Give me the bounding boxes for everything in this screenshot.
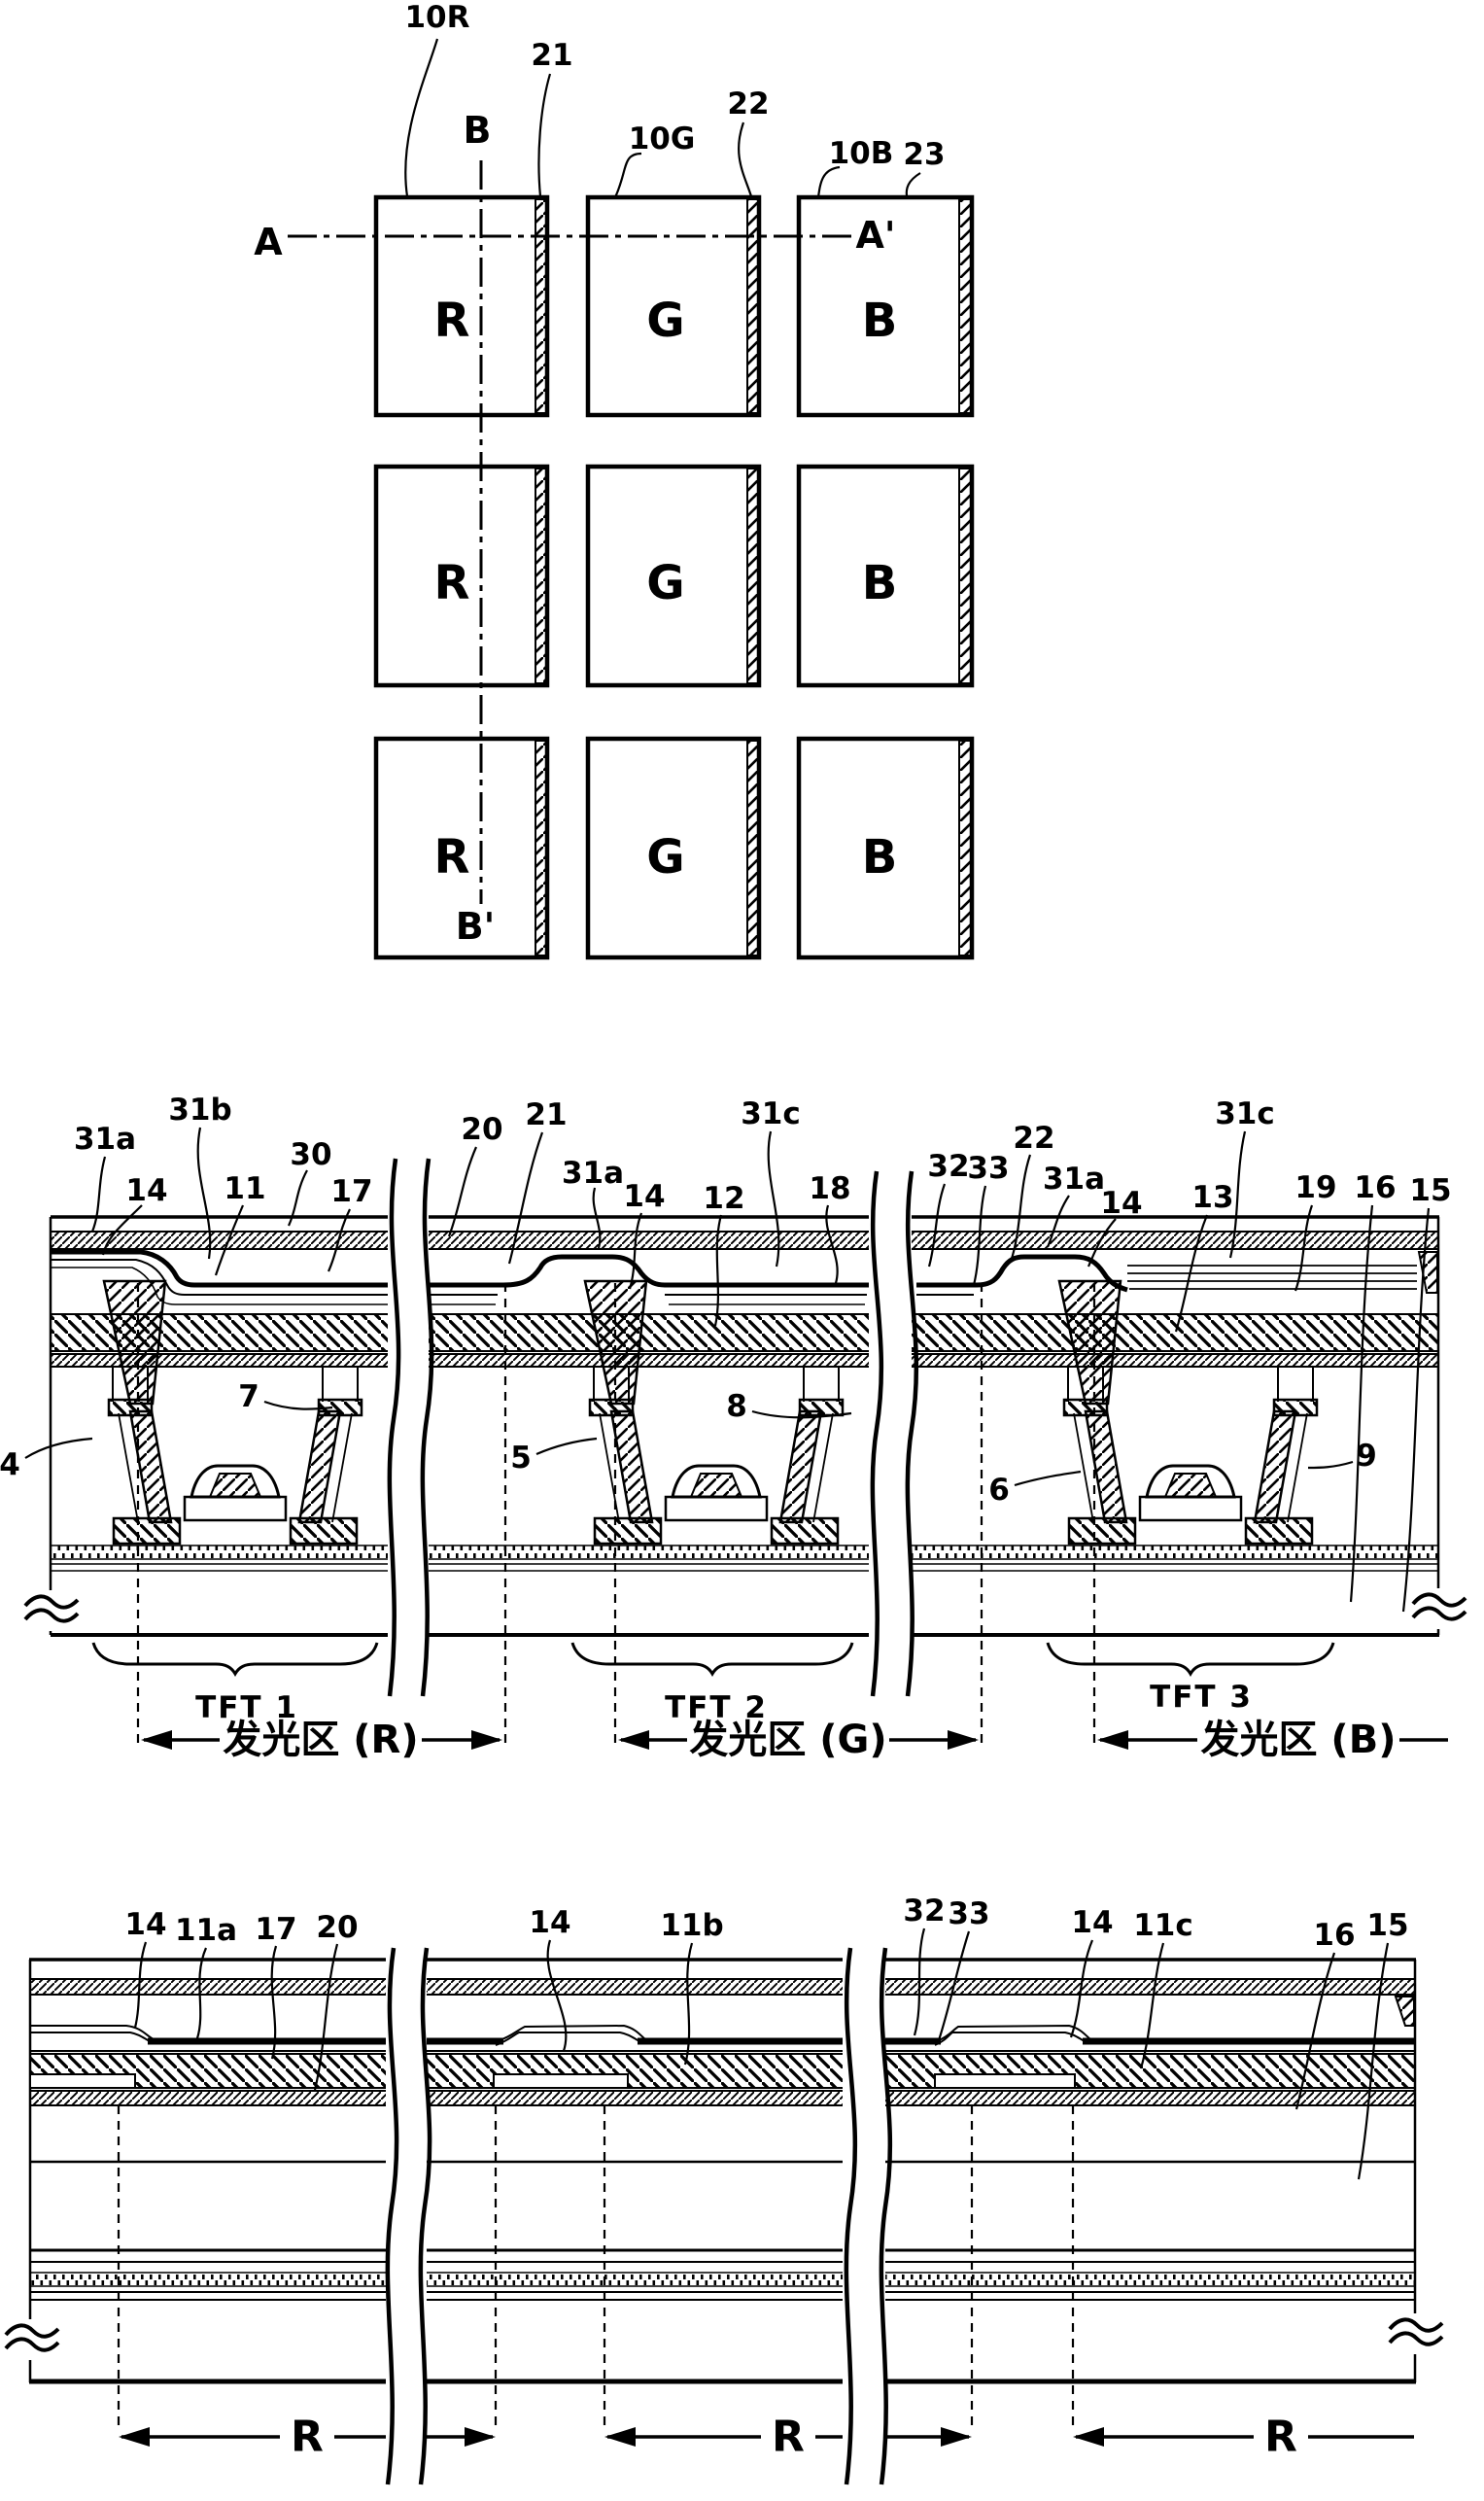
- layer-label-16: 16: [1354, 1170, 1396, 1205]
- section-label-a-end: A': [855, 214, 895, 257]
- bb-label-16: 16: [1313, 1918, 1355, 1953]
- bb-label-20: 20: [316, 1910, 358, 1945]
- emission-region-r: 发光区 (R): [223, 1718, 418, 1762]
- layer-label-30: 30: [290, 1137, 331, 1172]
- cell-letter: G: [646, 830, 684, 885]
- section-label-b-end: B': [456, 905, 496, 948]
- pixel-width-arrows: R R R: [119, 2413, 1414, 2462]
- emission-region-b: 发光区 (B): [1201, 1718, 1397, 1762]
- break-lines-aa: [387, 1158, 919, 1697]
- layer-label-13: 13: [1191, 1180, 1233, 1215]
- bb-label-11c: 11c: [1133, 1908, 1193, 1943]
- separator-strips: [535, 198, 972, 956]
- emission-arrows: 发光区 (R) 发光区 (G) 发光区 (B): [141, 1718, 1448, 1762]
- bb-label-14c: 14: [1071, 1905, 1113, 1940]
- inner-label-5: 5: [510, 1441, 532, 1476]
- grid-leaders: [404, 38, 921, 198]
- inner-label-4: 4: [0, 1447, 20, 1482]
- callout-10R: 10R: [404, 0, 469, 35]
- section-label-a: A: [254, 221, 283, 263]
- bb-label-32: 32: [903, 1893, 945, 1928]
- tft-braces: [91, 1642, 1335, 1678]
- layer-label-32: 32: [927, 1149, 969, 1184]
- width-label-r3: R: [1264, 2413, 1297, 2462]
- edge-breaks-bb: [4, 2313, 1444, 2360]
- inner-label-7: 7: [238, 1379, 259, 1414]
- tft3-label: TFT 3: [1150, 1680, 1253, 1715]
- layer-label-31a: 31a: [74, 1122, 136, 1157]
- layer-label-14c: 14: [1100, 1186, 1142, 1221]
- bb-label-17: 17: [255, 1912, 296, 1947]
- inner-label-8: 8: [726, 1389, 747, 1424]
- bb-label-33: 33: [948, 1896, 989, 1931]
- bb-label-14b: 14: [529, 1905, 570, 1940]
- cell-letter: R: [434, 294, 470, 348]
- pixel-boxes: [373, 194, 975, 960]
- inner-label-6: 6: [988, 1473, 1010, 1508]
- inner-label-9: 9: [1356, 1439, 1377, 1474]
- bb-label-11b: 11b: [660, 1908, 723, 1943]
- callout-22: 22: [727, 87, 769, 122]
- callout-23: 23: [903, 137, 945, 172]
- layer-label-31c: 31c: [741, 1096, 801, 1131]
- layer-label-22: 22: [1013, 1121, 1054, 1156]
- bb-label-leaders: [133, 1928, 1390, 2180]
- layer-label-20: 20: [461, 1112, 502, 1147]
- layer-label-31a2: 31a: [562, 1156, 624, 1191]
- layer-label-11: 11: [224, 1171, 265, 1206]
- layer-label-31c2: 31c: [1215, 1096, 1275, 1131]
- layer-label-18: 18: [809, 1171, 850, 1206]
- pixel-grid-plan: R G B R G B R G B 10R 21 10G 22 10B 23 A…: [254, 0, 975, 960]
- layer-label-14: 14: [125, 1173, 167, 1208]
- cell-letter: R: [434, 556, 470, 610]
- callout-21: 21: [531, 38, 572, 73]
- bb-label-14: 14: [124, 1907, 166, 1942]
- layer-label-14b: 14: [623, 1179, 665, 1214]
- callout-10B: 10B: [829, 136, 894, 171]
- emission-region-g: 发光区 (G): [689, 1718, 886, 1762]
- edge-breaks-aa: [23, 1588, 1467, 1631]
- layer-label-12: 12: [703, 1181, 744, 1216]
- cell-letter: R: [434, 830, 470, 885]
- layer-label-15: 15: [1409, 1173, 1451, 1208]
- layer-label-31a3: 31a: [1043, 1162, 1105, 1197]
- aa-label-leaders: [90, 1127, 1431, 1613]
- width-label-r2: R: [772, 2413, 805, 2462]
- width-label-r1: R: [291, 2413, 324, 2462]
- cross-section-bb: R R R 14 11a 17 20: [4, 1893, 1444, 2485]
- cell-letter: G: [646, 294, 684, 348]
- layer-label-33: 33: [967, 1151, 1009, 1186]
- cell-letter: B: [862, 556, 898, 610]
- layer-label-21: 21: [525, 1097, 567, 1132]
- cell-letter: G: [646, 556, 684, 610]
- break-lines-bb: [385, 1947, 893, 2485]
- cell-letter: B: [862, 294, 898, 348]
- layer-label-19: 19: [1294, 1170, 1336, 1205]
- cross-section-aa: TFT 1 TFT 2 TFT 3 发光区 (R) 发光区 (G) 发光区 (B…: [0, 1093, 1467, 1762]
- layer-label-31b: 31b: [168, 1093, 231, 1128]
- layer-label-17: 17: [330, 1174, 372, 1209]
- aa-inner-leaders: [24, 1400, 1354, 1487]
- callout-10G: 10G: [629, 122, 696, 156]
- bb-label-15: 15: [1366, 1908, 1408, 1943]
- bb-label-11a: 11a: [175, 1913, 237, 1948]
- section-label-b: B: [464, 109, 492, 152]
- cell-letter: B: [862, 830, 898, 885]
